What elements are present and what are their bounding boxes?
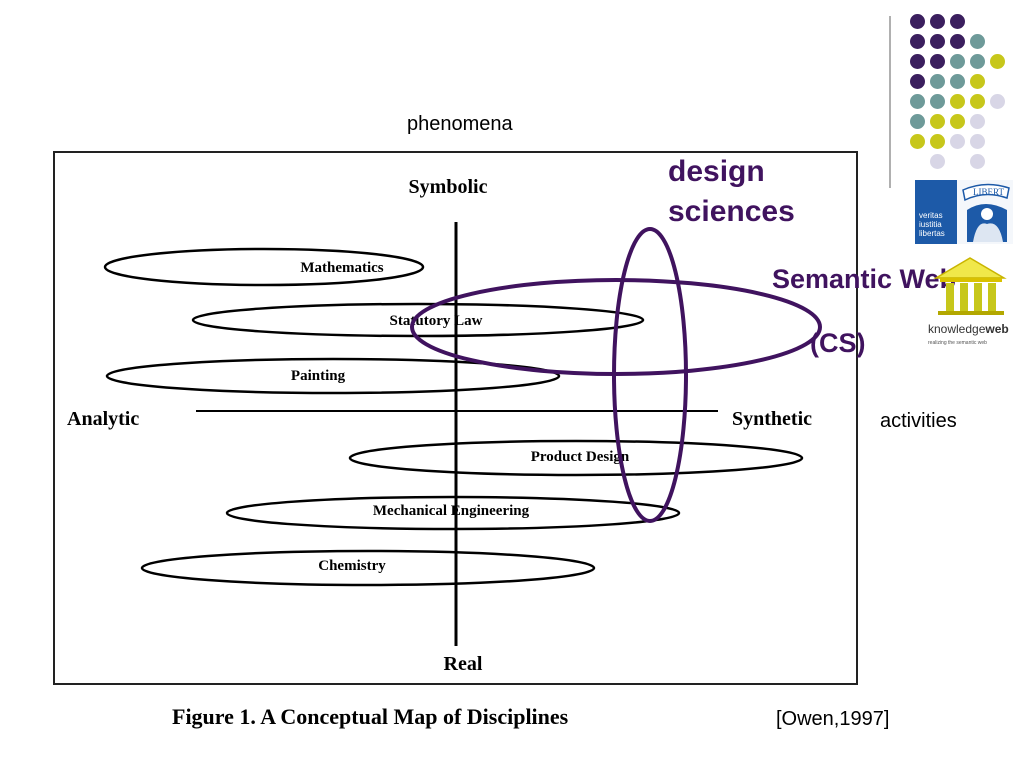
chemistry-label: Chemistry <box>318 558 386 574</box>
semantic-web-label: Semantic Web <box>772 264 957 294</box>
theme-dot <box>910 94 925 109</box>
design-sciences-label: design sciences <box>668 152 838 232</box>
design-sciences-ellipse <box>612 227 688 523</box>
theme-dot <box>910 54 925 69</box>
uva-logo: veritas iustitia libertas LIBERT <box>915 180 1013 244</box>
theme-dot <box>950 54 965 69</box>
kweb-name-bold: web <box>984 322 1008 336</box>
theme-dot-grid <box>900 14 1024 169</box>
kweb-name: knowledgeweb <box>928 322 1009 336</box>
theme-dot <box>970 134 985 149</box>
theme-dot <box>930 14 945 29</box>
painting-label: Painting <box>291 368 346 384</box>
kweb-tagline: realizing the semantic web <box>928 340 987 346</box>
chemistry-ellipse <box>140 549 596 587</box>
painting-ellipse <box>105 357 561 395</box>
theme-dot <box>970 54 985 69</box>
design-sciences-line1: design <box>668 155 765 188</box>
theme-dot <box>970 114 985 129</box>
theme-dot <box>910 74 925 89</box>
knowledgeweb-logo: knowledgeweb realizing the semantic web <box>928 257 1009 346</box>
mechanical-engineering-label: Mechanical Engineering <box>373 503 530 519</box>
theme-vertical-rule <box>889 16 891 188</box>
design-sciences-line2: sciences <box>668 195 795 228</box>
uva-motto-line1: veritas <box>919 211 943 220</box>
theme-dot <box>970 94 985 109</box>
figure-caption: Figure 1. A Conceptual Map of Discipline… <box>172 704 569 729</box>
theme-dot <box>910 114 925 129</box>
citation-label: [Owen,1997] <box>776 708 890 730</box>
mathematics-label: Mathematics <box>300 260 383 276</box>
axis-top-label: Symbolic <box>409 176 488 198</box>
theme-dot <box>930 94 945 109</box>
theme-dot <box>910 34 925 49</box>
cs-label: (CS) <box>810 328 866 358</box>
product-design-ellipse <box>348 439 804 477</box>
uva-motto-line2: iustitia <box>919 220 942 229</box>
theme-dot <box>970 154 985 169</box>
statutory-law-label: Statutory Law <box>390 313 483 329</box>
theme-dot <box>930 74 945 89</box>
theme-dot <box>990 54 1005 69</box>
theme-dot <box>950 134 965 149</box>
theme-dot <box>930 154 945 169</box>
uva-banner-text: LIBERT <box>973 187 1004 197</box>
mechanical-engineering-ellipse <box>225 495 681 531</box>
theme-dot <box>950 34 965 49</box>
axis-bottom-label: Real <box>444 653 483 675</box>
theme-dot <box>950 94 965 109</box>
axis-left-label: Analytic <box>67 408 139 430</box>
theme-dot <box>930 54 945 69</box>
activities-label: activities <box>880 410 957 432</box>
theme-dot <box>930 134 945 149</box>
theme-dot <box>930 34 945 49</box>
theme-dot <box>950 114 965 129</box>
theme-dot <box>910 14 925 29</box>
theme-dot <box>970 34 985 49</box>
kweb-name-regular: knowledge <box>928 322 986 336</box>
product-design-label: Product Design <box>531 449 630 465</box>
theme-dot <box>970 74 985 89</box>
mathematics-ellipse <box>103 247 425 287</box>
theme-dot <box>910 134 925 149</box>
theme-dot <box>990 94 1005 109</box>
axis-right-label: Synthetic <box>732 408 812 430</box>
uva-motto-line3: libertas <box>919 229 945 238</box>
theme-dot <box>930 114 945 129</box>
phenomena-label: phenomena <box>407 113 513 135</box>
theme-dot <box>950 74 965 89</box>
theme-dot <box>950 14 965 29</box>
